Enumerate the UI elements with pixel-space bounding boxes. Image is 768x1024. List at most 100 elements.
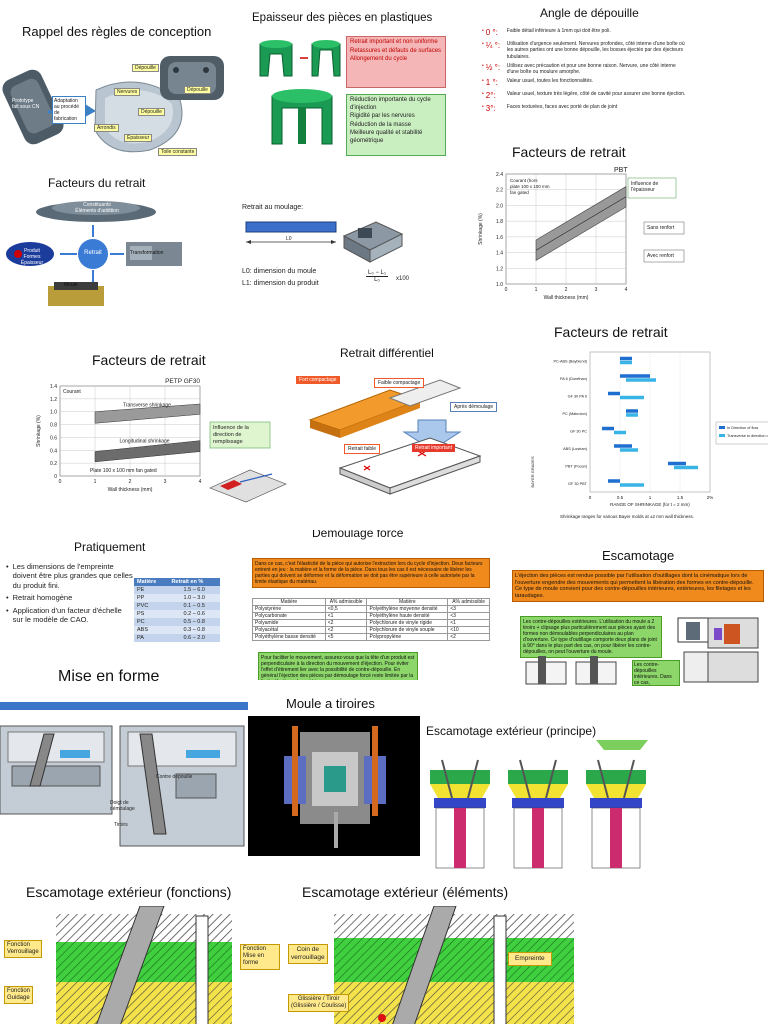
y-axis-label: Shrinkage (%) xyxy=(478,213,484,245)
x-tick-label: 1.5 xyxy=(677,495,684,500)
draft-angle-item: •1 °:Valeur usuel, toutes les fonctionna… xyxy=(482,78,688,88)
label-retrait-important: Retrait important xyxy=(412,444,455,452)
angle-pin xyxy=(519,759,531,799)
annotation-text: Avec renfort xyxy=(647,253,674,259)
label-prototype: Prototype fait sous CN xyxy=(12,98,40,110)
escamotage-text: L'éjection des pièces est rendue possibl… xyxy=(512,570,764,603)
element-glissiere: Glissière / Tiroir (Glissière / Coulisse… xyxy=(288,994,350,1013)
factor-top: Constituants Éléments d'addition xyxy=(75,202,119,214)
slide-title: Facteurs de retrait xyxy=(512,144,626,160)
slide-angle-depouille: Angle de dépouille •0 °:Faible détail in… xyxy=(474,0,694,140)
range-bar xyxy=(608,479,620,483)
y-tick-label: 1.6 xyxy=(496,235,503,241)
annotation-text: Influence de xyxy=(631,181,658,187)
slide-title: Escamotage extérieur (fonctions) xyxy=(26,884,232,900)
dim-label: L0 xyxy=(286,236,292,242)
formula-denominator: L₀ xyxy=(374,277,380,283)
y-tick-label: 1.0 xyxy=(50,410,57,416)
draft-angle-value: ¼ °: xyxy=(485,41,501,50)
x-tick-label: 4 xyxy=(199,479,202,485)
label-depouille-1: Dépouille xyxy=(132,64,159,72)
gate-marker xyxy=(220,480,242,490)
table-header: A% admissible xyxy=(324,598,368,606)
table-cell: Polychlorure de vinyle souple xyxy=(366,626,449,634)
table-cell: 0.1 – 0.5 xyxy=(168,602,220,610)
range-bar xyxy=(614,444,632,448)
table-cell: Polyéthylène haute densité xyxy=(366,612,449,620)
formula-multiplier: x100 xyxy=(396,276,410,282)
annotation-box xyxy=(643,249,685,263)
x-tick-label: 1 xyxy=(535,287,538,293)
label-doigt: Doigt de démoulage xyxy=(110,800,135,812)
y-tick-label: 0.2 xyxy=(50,461,57,467)
factor-center: Retrait xyxy=(84,250,102,256)
label-depouille-2: Dépouille xyxy=(184,86,211,94)
range-bar xyxy=(668,461,686,466)
table-cell: <1 xyxy=(324,612,368,620)
benefit-item: Meilleure qualité et stabilité géométriq… xyxy=(350,130,423,144)
function-mise-en-forme: Fonction Mise en forme xyxy=(240,944,280,970)
mold-middle-plate xyxy=(434,798,486,808)
slide-title: Moule a tiroires xyxy=(286,696,375,711)
slide-title: Epaisseur des pièces en plastiques xyxy=(252,12,433,24)
y-tick-label: 0.4 xyxy=(50,448,57,454)
slide-rappel-regles: Rappel des règles de conception Prototyp… xyxy=(0,0,240,170)
draft-angle-item: •¼ °:Utilisation d'urgence seulement. Ne… xyxy=(482,41,688,60)
table-header: Matière xyxy=(134,578,169,586)
slide-title: Angle de dépouille xyxy=(540,6,639,20)
slide-escamotage-principe: Escamotage extérieur (principe) xyxy=(420,700,668,880)
forced-ejection-text: Dans ce cas, c'est l'élasticité de la pi… xyxy=(252,558,490,588)
y-tick-label: 1.8 xyxy=(496,219,503,225)
mold-dimension-sketch xyxy=(245,221,337,244)
x-axis-label: RANGE OF SHRINKAGE (for t = 2 mm) xyxy=(610,502,690,507)
slide-mechanism-sketch xyxy=(0,702,248,847)
slide-title: Facteurs du retrait xyxy=(48,176,146,190)
y-tick-label: 0.6 xyxy=(50,435,57,441)
bullet-item: •Les dimensions de l'empreinte doivent ê… xyxy=(6,562,133,590)
range-bar xyxy=(626,409,638,413)
category-label: GF 30 PC xyxy=(570,429,587,433)
slide-title: Escamotage extérieur (éléments) xyxy=(302,884,509,900)
core-pin xyxy=(454,808,466,868)
table-header: Retrait en % xyxy=(168,578,220,586)
x-tick-label: 1 xyxy=(649,495,652,500)
table-cell: PA xyxy=(134,634,169,642)
table-header: Matière xyxy=(366,598,449,606)
table-cell: Polyéthylène basse densité xyxy=(252,633,326,641)
chart-title-bg xyxy=(160,376,200,384)
label-apres-demoulage: Après démoulage xyxy=(450,402,498,412)
category-label: PC (Makrolon) xyxy=(563,412,588,416)
category-label: ABS (Lustran) xyxy=(563,447,588,451)
bullet-retrait: Retrait au moulage: xyxy=(242,204,304,211)
formula-numerator: L₀ − L₁ xyxy=(366,270,389,277)
mid-line xyxy=(535,196,627,251)
label-toile: Toile constante xyxy=(158,148,198,156)
x-tick-label: 0 xyxy=(589,495,592,500)
escamotage-note-1: Les contre-dépouilles extérieures. L'uti… xyxy=(520,616,662,658)
table-cell: <1 xyxy=(447,619,490,627)
label-epaisseur: Épaisseur xyxy=(124,134,153,142)
angle-pin xyxy=(623,759,635,799)
angle-pin xyxy=(597,759,609,799)
table-cell: 0.2 – 0.6 xyxy=(168,610,220,618)
series-label-longitudinal: Longitudinal shrinkage xyxy=(120,439,170,445)
factor-bottom: Moule xyxy=(64,282,78,288)
escamotage-mold-sketches xyxy=(525,617,759,685)
chart-note: fan gated xyxy=(510,190,529,195)
bullet-l1: L1: dimension du produit xyxy=(242,280,319,287)
legend xyxy=(715,421,768,445)
side-label: BAYER GRADES xyxy=(530,456,535,488)
forced-ejection-note: Pour faciliter le mouvement, assurez-vou… xyxy=(258,652,418,680)
label-retrait-faible: Retrait faible xyxy=(344,444,381,454)
label-depouille-3: Dépouille xyxy=(138,108,165,116)
benefit-item: Réduction importante du cycle d'injectio… xyxy=(350,97,431,111)
slide-block xyxy=(508,784,568,798)
label-tiroirs: Tiroirs xyxy=(114,822,128,828)
